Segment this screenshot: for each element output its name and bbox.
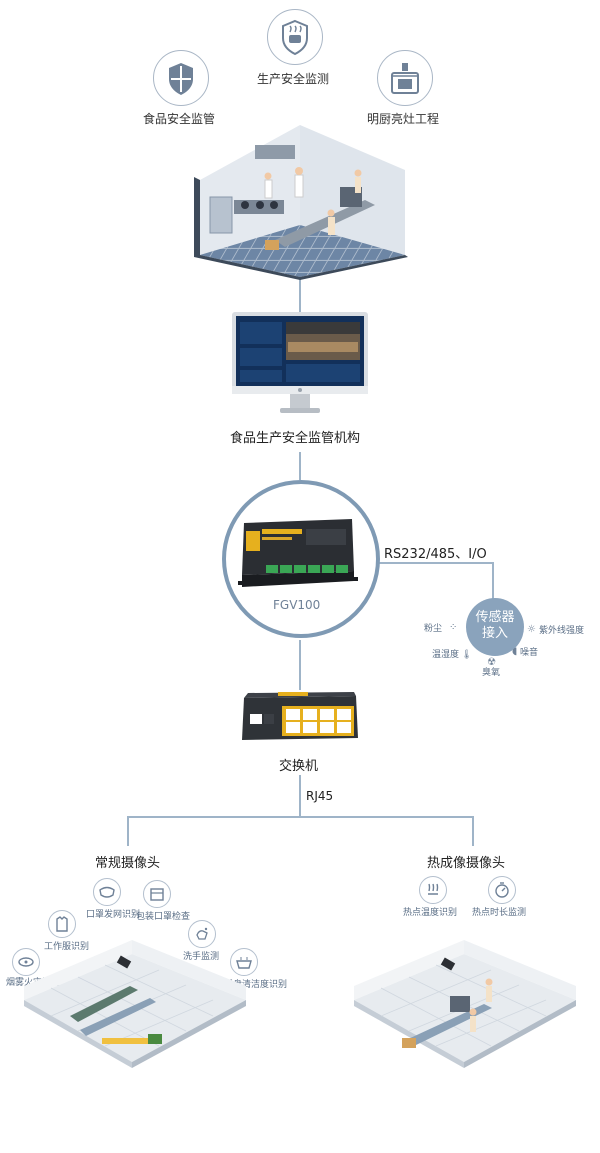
sensor-uv: 紫外线强度 xyxy=(539,626,585,636)
fgv100-device xyxy=(236,515,360,595)
sensor-hub-title-line1: 传感器 xyxy=(475,610,515,625)
sensor-temp-humidity: 温湿度 xyxy=(432,650,460,660)
sensor-noise: 噪音 xyxy=(520,648,539,658)
handwash-label: 洗手监测 xyxy=(183,952,220,962)
production-safety-icon xyxy=(267,9,323,65)
connector-monitor-device xyxy=(299,452,301,480)
rj45-label: RJ45 xyxy=(306,789,334,803)
switch-device xyxy=(238,688,362,746)
connector-device-switch xyxy=(299,640,301,690)
smoke-icon xyxy=(12,948,40,976)
mask-label: 口罩发网识别 xyxy=(86,910,141,920)
connector-split-h xyxy=(127,816,474,818)
temp-icon: 🌡 xyxy=(461,650,473,660)
mask-icon xyxy=(93,878,121,906)
connector-serial-v xyxy=(492,562,494,600)
food-safety-icon xyxy=(153,50,209,106)
connector-split-left xyxy=(127,816,129,846)
package-icon xyxy=(143,880,171,908)
monitor-illustration xyxy=(232,312,368,418)
sensor-hub-title-line2: 接入 xyxy=(481,626,508,641)
package-label: 包装口罩检查 xyxy=(136,912,191,922)
dust-icon: ⁘ xyxy=(449,622,458,633)
connector-split-right xyxy=(472,816,474,846)
left-camera-room xyxy=(20,940,250,1070)
uniform-icon xyxy=(48,910,76,938)
food-safety-label: 食品安全监管 xyxy=(143,112,216,126)
sensor-dust: 粉尘 xyxy=(424,624,443,634)
plate-icon xyxy=(230,948,258,976)
open-kitchen-label: 明厨亮灶工程 xyxy=(367,112,440,126)
plate-label: 餐盘清洁度识别 xyxy=(224,980,288,990)
timer-icon xyxy=(488,876,516,904)
sensor-hub xyxy=(466,598,524,656)
serial-link-label: RS232/485、I/O xyxy=(384,547,487,562)
right-camera-title: 热成像摄像头 xyxy=(427,856,506,871)
connector-switch-split xyxy=(299,775,301,817)
production-safety-label: 生产安全监测 xyxy=(257,72,330,86)
kitchen-room-illustration xyxy=(190,105,410,280)
ozone-icon: ☢ xyxy=(487,657,496,668)
noise-icon: ◖ xyxy=(512,646,518,657)
uniform-label: 工作服识别 xyxy=(44,942,90,952)
monitor-label: 食品生产安全监管机构 xyxy=(230,431,361,446)
handwash-icon xyxy=(188,920,216,948)
switch-label: 交换机 xyxy=(279,759,319,774)
heat-icon xyxy=(419,876,447,904)
open-kitchen-icon xyxy=(377,50,433,106)
left-camera-title: 常规摄像头 xyxy=(95,856,161,871)
timer-label: 热点时长监测 xyxy=(472,908,527,918)
sensor-hub-title: 传感器 接入 xyxy=(466,610,524,642)
connector-room-monitor xyxy=(299,276,301,314)
uv-icon: ☼ xyxy=(527,624,536,635)
right-camera-room xyxy=(350,940,580,1070)
heat-label: 热点温度识别 xyxy=(403,908,458,918)
connector-serial-h xyxy=(376,562,494,564)
device-label: FGV100 xyxy=(273,598,321,612)
sensor-ozone: 臭氧 xyxy=(482,668,501,678)
